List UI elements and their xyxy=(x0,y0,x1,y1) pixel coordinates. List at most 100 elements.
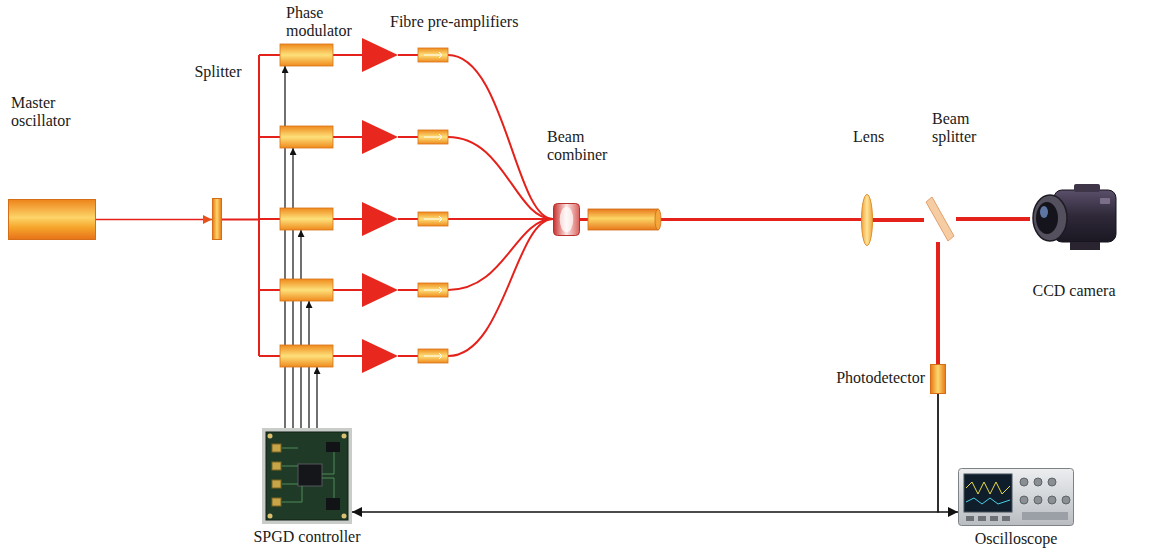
phase-modulator xyxy=(280,126,333,148)
camera-lens-glass xyxy=(1036,202,1058,234)
combiner-element-shape xyxy=(553,203,580,236)
column-label: Fibre pre-amplifiers xyxy=(390,13,518,31)
node-label: Beam splitter xyxy=(932,110,1002,146)
node-label: Photodetector xyxy=(836,369,925,387)
scope-button xyxy=(990,516,998,521)
fibre-runs xyxy=(259,55,553,356)
oscillator-box: Master oscillator xyxy=(8,199,96,240)
fibre-curve xyxy=(448,219,553,290)
pcb-hole xyxy=(342,514,347,519)
scope-knob xyxy=(1048,478,1056,486)
node-label: CCD camera xyxy=(1026,282,1122,300)
node-label: Beam combiner xyxy=(547,128,622,164)
pcb-chip xyxy=(326,442,340,452)
pcb-connector xyxy=(272,462,281,470)
fibre-curve xyxy=(448,137,553,219)
lens-shape xyxy=(862,195,873,246)
scope-knob xyxy=(1020,478,1028,486)
scope-knob xyxy=(1062,496,1070,504)
amplifier-triangle xyxy=(362,273,398,307)
scope-knob xyxy=(1034,496,1042,504)
pcb-connector xyxy=(272,480,281,488)
amplifier-triangle xyxy=(362,339,398,373)
beam-line xyxy=(873,218,924,222)
pcb-board xyxy=(266,432,348,520)
fibre-bus xyxy=(222,55,259,356)
oscilloscope-shape xyxy=(958,468,1074,526)
photodetector: Photodetector xyxy=(930,364,946,394)
camera-mount xyxy=(1070,242,1100,250)
node-label: Lens xyxy=(853,128,884,146)
beam-line xyxy=(96,219,212,221)
fibre-curve xyxy=(448,218,553,220)
combiner-body xyxy=(554,204,580,236)
fibre-line xyxy=(222,219,259,221)
signal-arrow xyxy=(352,394,938,512)
control-line xyxy=(284,66,285,428)
spgd-controller-shape xyxy=(262,428,352,524)
scope-knob xyxy=(1034,478,1042,486)
beam-splitter-shape xyxy=(924,196,956,242)
beam-line xyxy=(936,242,940,364)
signal-arrow xyxy=(938,394,958,512)
scope-trace xyxy=(966,482,1010,494)
column-label: Phase modulator xyxy=(286,4,371,40)
node-label: Master oscillator xyxy=(11,94,101,130)
scope-button xyxy=(1002,516,1010,521)
collimator-body xyxy=(588,209,658,230)
control-line xyxy=(316,367,317,428)
isolators xyxy=(418,48,448,363)
splitter-box: Splitter xyxy=(212,198,222,240)
phase-modulator xyxy=(280,208,333,230)
ccd-camera-shape xyxy=(1030,180,1118,254)
scope-knob xyxy=(1048,496,1056,504)
pcb-connector xyxy=(272,444,281,452)
combiner-glint xyxy=(560,207,574,232)
camera-lens-glint xyxy=(1040,206,1048,218)
pcb-connector xyxy=(272,498,281,506)
node-label: SPGD controller xyxy=(247,528,367,546)
camera-lens xyxy=(1033,195,1067,241)
pcb-frame xyxy=(262,428,352,524)
pcb-chip xyxy=(326,498,340,510)
isolator-arrow xyxy=(424,52,442,359)
scope-body xyxy=(959,469,1074,526)
pcb-hole xyxy=(268,434,273,439)
scope-knob xyxy=(1020,496,1028,504)
beam-line xyxy=(956,217,1030,221)
scope-screen xyxy=(964,474,1012,512)
scope-button xyxy=(966,516,974,521)
ccd-camera: CCD camera xyxy=(1030,180,1118,254)
amplifiers xyxy=(362,38,398,373)
splitter-plate xyxy=(926,197,954,241)
oscilloscope: Oscilloscope xyxy=(958,468,1074,526)
pcb-traces xyxy=(282,448,334,502)
scope-button xyxy=(978,516,986,521)
control-line xyxy=(300,230,301,428)
phase-modulator xyxy=(280,44,333,66)
node-label: Oscilloscope xyxy=(956,530,1076,548)
combiner-element: Beam combiner xyxy=(553,203,580,236)
amplifier-triangle xyxy=(362,38,398,72)
control-lines xyxy=(285,66,317,428)
pcb-hole xyxy=(342,434,347,439)
phase-modulators xyxy=(280,44,333,367)
camera-detail xyxy=(1100,198,1110,204)
lens-element-shape xyxy=(861,194,873,246)
collimator xyxy=(588,209,661,230)
fibre-curve xyxy=(448,219,553,356)
phase-modulator xyxy=(280,279,333,301)
amplifier-triangle xyxy=(362,120,398,154)
scope-inputs xyxy=(1022,512,1068,520)
fibre-line xyxy=(258,55,260,356)
spgd-controller: SPGD controller xyxy=(262,428,352,524)
fibre-curve xyxy=(448,55,553,219)
amplifier-triangle xyxy=(362,202,398,236)
collimator-end xyxy=(655,209,661,230)
node-label: Splitter xyxy=(183,63,253,81)
phase-modulator xyxy=(280,345,333,367)
camera-top xyxy=(1074,184,1100,192)
lens-element: Lens xyxy=(861,194,873,246)
beam-splitter: Beam splitter xyxy=(924,196,956,242)
